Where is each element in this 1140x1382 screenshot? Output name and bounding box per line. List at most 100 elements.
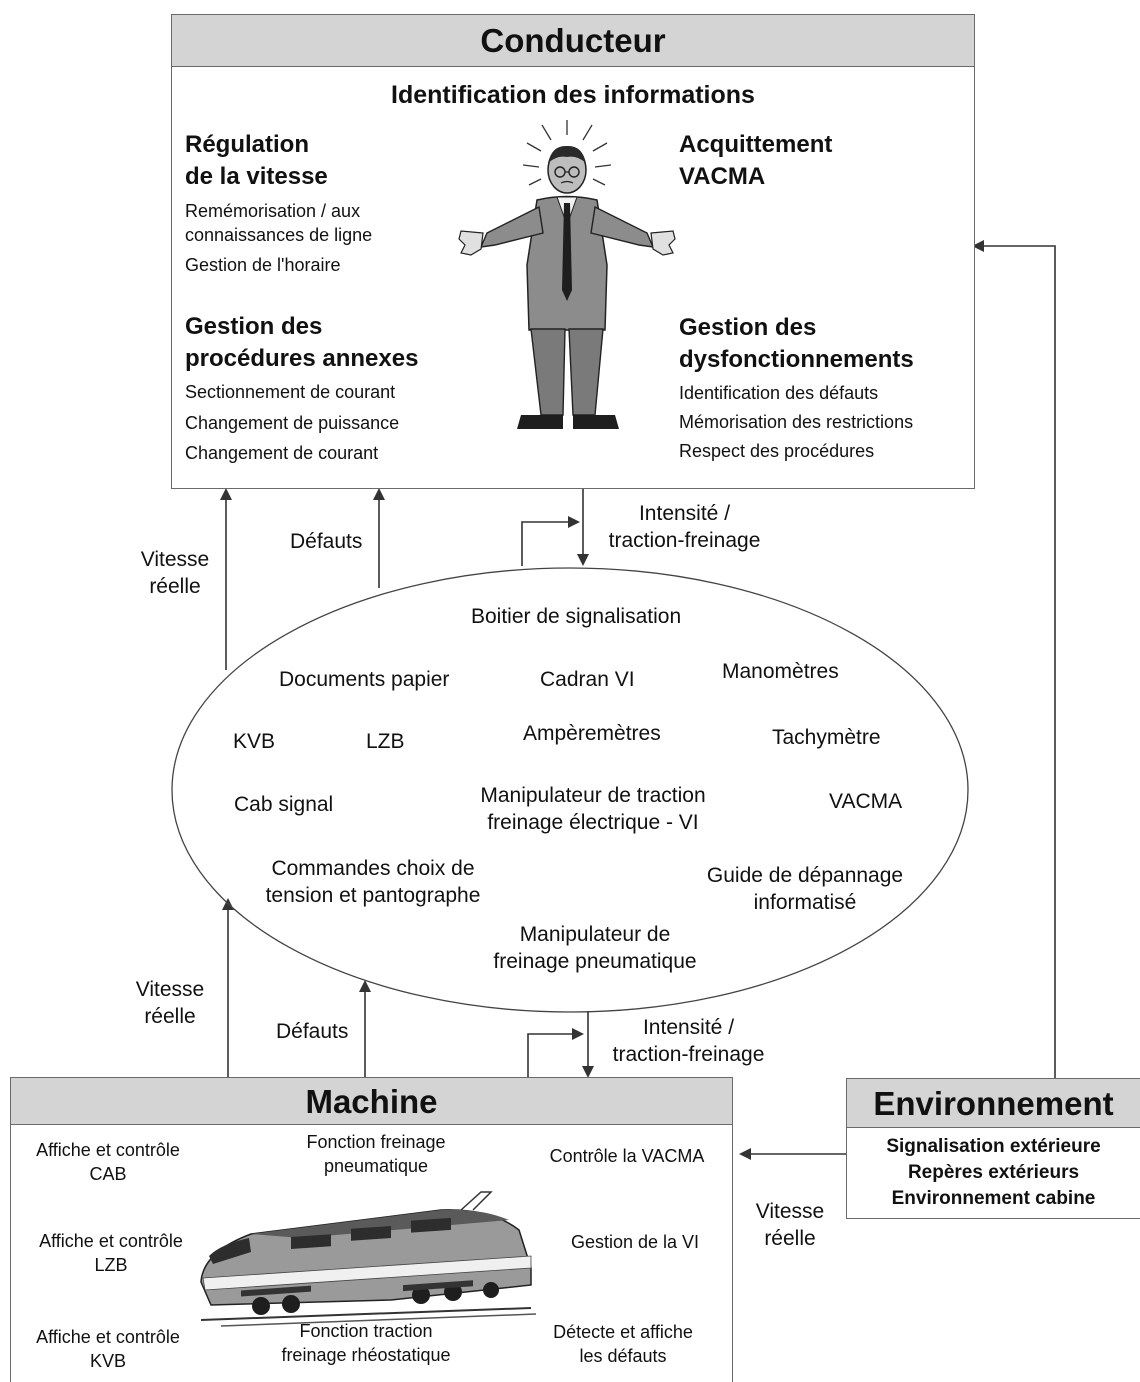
machine-vacma: Contrôle la VACMA	[527, 1144, 727, 1168]
dysfonctionnements-item: Respect des procédures	[679, 441, 875, 461]
intensite-label-lower: Intensité / traction-freinage	[596, 1014, 781, 1068]
cabine-vacma: VACMA	[829, 790, 903, 813]
machine-defauts-line1: Détecte et affiche	[553, 1322, 693, 1342]
machine-gestion-vi-line1: Gestion de la VI	[570, 1232, 700, 1252]
arrow-env-conducteur	[972, 240, 1056, 1078]
machine-kvb-line2: KVB	[89, 1351, 127, 1371]
arrow-intensite-lower-loop	[527, 1028, 584, 1077]
cabine-documents: Documents papier	[279, 668, 450, 691]
guide-line1: Guide de dépannage	[706, 864, 904, 887]
machine-traction-line1: Fonction traction	[299, 1321, 433, 1341]
dysfonctionnements-title-2: dysfonctionnements	[679, 346, 914, 373]
vitesse-label-env: Vitesse réelle	[740, 1198, 840, 1252]
cabine-lzb: LZB	[366, 730, 405, 753]
acquittement-block: Acquittement VACMA	[679, 129, 959, 193]
dysfonctionnements-item: Identification des défauts	[679, 383, 879, 403]
regulation-line-3: Gestion de l'horaire	[185, 255, 341, 275]
procedures-item: Changement de puissance	[185, 413, 400, 433]
vitesse-label-line2: réelle	[764, 1227, 816, 1250]
dysfonctionnements-title-1: Gestion des	[679, 314, 817, 341]
regulation-line-1: Remémorisation / aux	[185, 201, 361, 221]
machine-header: Machine	[11, 1078, 732, 1125]
cabine-amperemetres: Ampèremètres	[523, 722, 661, 745]
conducteur-title: Conducteur	[480, 22, 666, 59]
cabine-tachymetre: Tachymètre	[772, 726, 881, 749]
manip-traction-line1: Manipulateur de traction	[480, 784, 706, 807]
dysfonctionnements-item: Mémorisation des restrictions	[679, 412, 914, 432]
vitesse-label-line2: réelle	[149, 575, 201, 598]
intensite-label-line2: traction-freinage	[612, 1043, 765, 1066]
conducteur-header: Conducteur	[172, 15, 974, 67]
cabine-manip-traction: Manipulateur de traction freinage électr…	[440, 782, 746, 836]
vitesse-label-line2: réelle	[144, 1005, 196, 1028]
environnement-title: Environnement	[873, 1085, 1114, 1122]
cabine-kvb: KVB	[233, 730, 276, 753]
machine-cab-line2: CAB	[89, 1164, 127, 1184]
conducteur-box: Conducteur Identification des informatio…	[171, 14, 975, 489]
machine-lzb-line1: Affiche et contrôle	[39, 1231, 183, 1251]
dysfonctionnements-block: Gestion des dysfonctionnements Identific…	[679, 312, 974, 463]
cabine-boitier: Boitier de signalisation	[471, 605, 682, 628]
regulation-line-2: connaissances de ligne	[185, 225, 373, 245]
machine-kvb-line1: Affiche et contrôle	[36, 1327, 180, 1347]
cabine-commandes: Commandes choix de tension et pantograph…	[232, 855, 514, 909]
commandes-line1: Commandes choix de	[271, 857, 475, 880]
regulation-title-1: Régulation	[185, 131, 309, 158]
cabine-manip-frein: Manipulateur de freinage pneumatique	[470, 921, 720, 975]
machine-box: Machine Affiche et contrôle CAB Affiche …	[10, 1077, 733, 1382]
man-figure-icon	[458, 120, 676, 429]
commandes-line2: tension et pantographe	[265, 884, 481, 907]
machine-frein-pneu-line1: Fonction freinage	[306, 1132, 446, 1152]
vitesse-label-upper: Vitesse réelle	[125, 546, 225, 600]
procedures-title-1: Gestion des	[185, 313, 323, 340]
machine-lzb-line2: LZB	[94, 1255, 128, 1275]
machine-frein-pneu-line2: pneumatique	[323, 1156, 429, 1176]
environnement-item: Environnement cabine	[891, 1188, 1096, 1209]
environnement-item: Repères extérieurs	[907, 1162, 1080, 1183]
manip-frein-line1: Manipulateur de	[519, 923, 671, 946]
cabine-cab-signal: Cab signal	[234, 793, 334, 816]
machine-vacma-line1: Contrôle la VACMA	[549, 1146, 705, 1166]
cabine-manometres: Manomètres	[722, 660, 839, 683]
regulation-block: Régulation de la vitesse Remémorisation …	[185, 129, 485, 277]
vitesse-label-line1: Vitesse	[755, 1200, 825, 1223]
intensite-label-line1: Intensité /	[638, 502, 731, 525]
machine-kvb: Affiche et contrôle KVB	[13, 1325, 203, 1373]
cabine-guide: Guide de dépannage informatisé	[680, 862, 930, 916]
environnement-box: Environnement Signalisation extérieure R…	[846, 1078, 1140, 1219]
machine-cab: Affiche et contrôle CAB	[13, 1138, 203, 1186]
environnement-header: Environnement	[847, 1079, 1140, 1128]
intensite-label-upper: Intensité / traction-freinage	[592, 500, 777, 554]
cabine-cadran: Cadran VI	[540, 668, 635, 691]
machine-traction: Fonction traction freinage rhéostatique	[256, 1319, 476, 1367]
machine-defauts-line2: les défauts	[579, 1346, 667, 1366]
procedures-item: Sectionnement de courant	[185, 382, 396, 402]
tgv-train-icon	[200, 1191, 537, 1327]
guide-line2: informatisé	[753, 891, 857, 914]
machine-traction-line2: freinage rhéostatique	[281, 1345, 451, 1365]
vitesse-label-lower: Vitesse réelle	[120, 976, 220, 1030]
environnement-item: Signalisation extérieure	[886, 1136, 1101, 1157]
environnement-items: Signalisation extérieure Repères extérie…	[847, 1134, 1140, 1212]
procedures-item: Changement de courant	[185, 443, 379, 463]
manip-traction-line2: freinage électrique - VI	[487, 811, 699, 834]
cabine-ellipse	[171, 567, 969, 1013]
intensite-label-line1: Intensité /	[642, 1016, 735, 1039]
machine-cab-line1: Affiche et contrôle	[36, 1140, 180, 1160]
conducteur-subtitle: Identification des informations	[391, 81, 755, 109]
manip-frein-line2: freinage pneumatique	[493, 950, 697, 973]
machine-gestion-vi: Gestion de la VI	[535, 1230, 735, 1254]
machine-defauts: Détecte et affiche les défauts	[523, 1320, 723, 1368]
acquittement-title-1: Acquittement	[679, 131, 833, 158]
procedures-block: Gestion des procédures annexes Sectionne…	[185, 311, 505, 465]
procedures-title-2: procédures annexes	[185, 345, 419, 372]
machine-lzb: Affiche et contrôle LZB	[16, 1229, 206, 1277]
defauts-label-lower: Défauts	[276, 1020, 349, 1043]
machine-frein-pneu: Fonction freinage pneumatique	[271, 1130, 481, 1178]
vitesse-label-line1: Vitesse	[135, 978, 205, 1001]
defauts-label-upper: Défauts	[290, 530, 363, 553]
acquittement-title-2: VACMA	[679, 163, 766, 190]
intensite-label-line2: traction-freinage	[608, 529, 761, 552]
arrow-intensite-upper-loop	[521, 516, 580, 566]
